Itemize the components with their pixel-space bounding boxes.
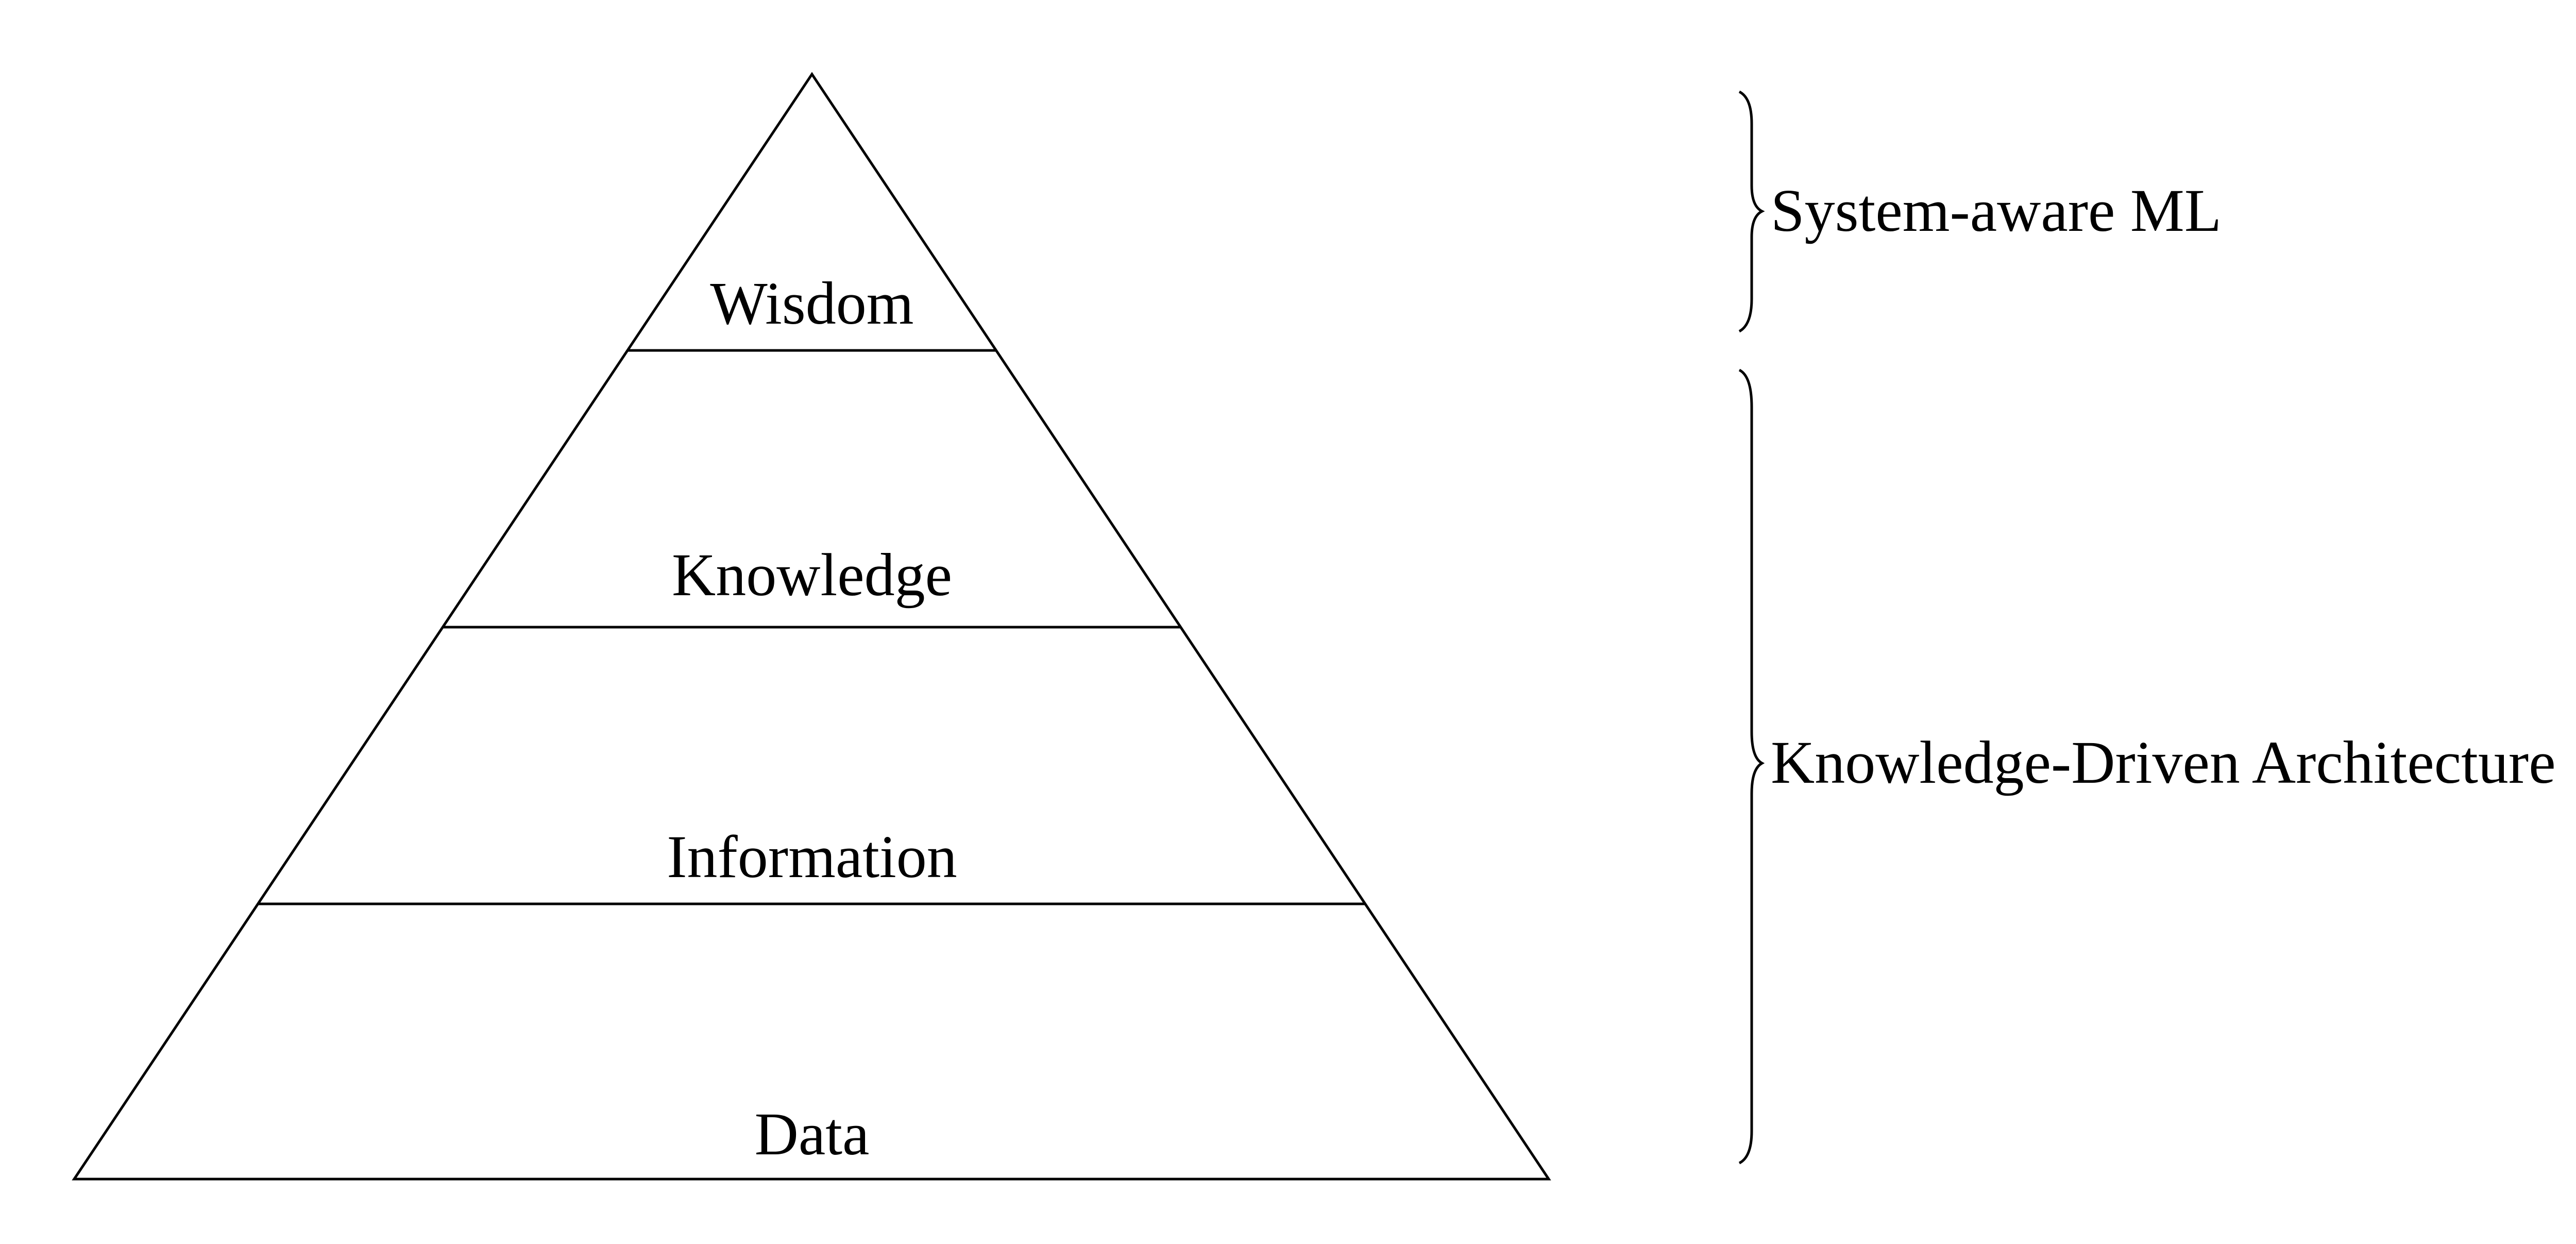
- level-label-wisdom: Wisdom: [710, 270, 913, 337]
- brace-label-knowledge-driven-architecture: Knowledge-Driven Architecture: [1771, 729, 2556, 796]
- level-label-data: Data: [755, 1100, 870, 1168]
- brace-knowledge-driven: [1738, 368, 1765, 1165]
- level-label-information: Information: [667, 823, 957, 890]
- brace-system-aware: [1738, 90, 1765, 333]
- brace-label-system-aware-ml: System-aware ML: [1771, 177, 2222, 244]
- level-label-knowledge: Knowledge: [672, 541, 952, 609]
